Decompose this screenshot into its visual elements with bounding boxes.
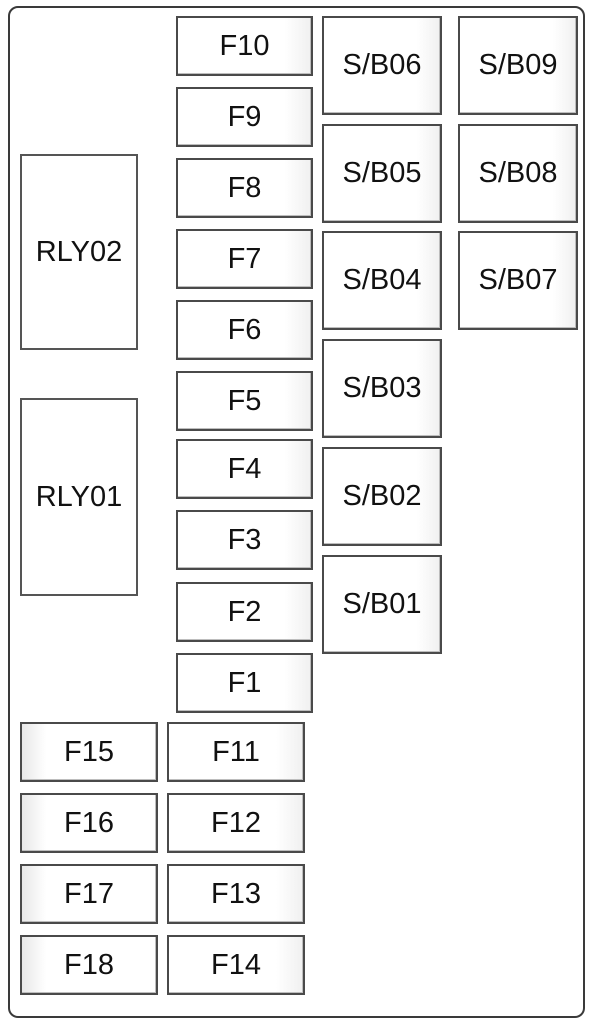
- slow-blow-sb02: S/B02: [322, 447, 442, 546]
- fuse-f5: F5: [176, 371, 313, 431]
- fuse-f9-label: F9: [227, 100, 262, 133]
- fuse-f12-label: F12: [211, 806, 261, 839]
- fuse-f2-label: F2: [227, 595, 262, 628]
- fuse-f10-label: F10: [219, 29, 270, 62]
- slow-blow-sb05: S/B05: [322, 124, 442, 223]
- fuse-f16: F16: [20, 793, 158, 853]
- fuse-f3-label: F3: [227, 523, 262, 556]
- relay-rly01-label: RLY01: [35, 480, 123, 513]
- fuse-f17: F17: [20, 864, 158, 924]
- fuse-f11: F11: [167, 722, 305, 782]
- fuse-f6: F6: [176, 300, 313, 360]
- relay-rly01: RLY01: [20, 398, 138, 596]
- relay-rly02: RLY02: [20, 154, 138, 350]
- fuse-f7-label: F7: [227, 242, 262, 275]
- fuse-f2: F2: [176, 582, 313, 642]
- fuse-f13: F13: [167, 864, 305, 924]
- slow-blow-sb04: S/B04: [322, 231, 442, 330]
- fuse-f18: F18: [20, 935, 158, 995]
- fuse-f14-label: F14: [211, 948, 261, 981]
- fuse-f16-label: F16: [64, 806, 114, 839]
- fuse-f5-label: F5: [227, 384, 262, 417]
- fuse-f3: F3: [176, 510, 313, 570]
- fuse-f17-label: F17: [64, 877, 114, 910]
- slow-blow-sb03: S/B03: [322, 339, 442, 438]
- fuse-f8: F8: [176, 158, 313, 218]
- fuse-f4: F4: [176, 439, 313, 499]
- fuse-f15-label: F15: [64, 735, 114, 768]
- slow-blow-sb01: S/B01: [322, 555, 442, 654]
- slow-blow-sb01-label: S/B01: [342, 588, 422, 620]
- slow-blow-sb03-label: S/B03: [342, 372, 422, 404]
- slow-blow-sb09: S/B09: [458, 16, 578, 115]
- fuse-f13-label: F13: [211, 877, 261, 910]
- fuse-f18-label: F18: [64, 948, 114, 981]
- fuse-f11-label: F11: [212, 735, 260, 768]
- slow-blow-sb07: S/B07: [458, 231, 578, 330]
- slow-blow-sb06-label: S/B06: [342, 49, 422, 81]
- slow-blow-sb02-label: S/B02: [342, 480, 422, 512]
- fuse-f14: F14: [167, 935, 305, 995]
- fuse-f4-label: F4: [227, 452, 262, 485]
- slow-blow-sb08: S/B08: [458, 124, 578, 223]
- fuse-f7: F7: [176, 229, 313, 289]
- slow-blow-sb08-label: S/B08: [478, 157, 558, 189]
- fuse-f12: F12: [167, 793, 305, 853]
- fuse-f6-label: F6: [227, 313, 262, 346]
- slow-blow-sb04-label: S/B04: [342, 264, 422, 296]
- slow-blow-sb09-label: S/B09: [478, 49, 558, 81]
- fuse-f1-label: F1: [227, 666, 262, 699]
- fuse-f10: F10: [176, 16, 313, 76]
- relay-rly02-label: RLY02: [35, 235, 123, 268]
- fuse-f8-label: F8: [227, 171, 262, 204]
- slow-blow-sb07-label: S/B07: [478, 264, 558, 296]
- slow-blow-sb06: S/B06: [322, 16, 442, 115]
- fuse-f1: F1: [176, 653, 313, 713]
- fuse-f9: F9: [176, 87, 313, 147]
- slow-blow-sb05-label: S/B05: [342, 157, 422, 189]
- fuse-f15: F15: [20, 722, 158, 782]
